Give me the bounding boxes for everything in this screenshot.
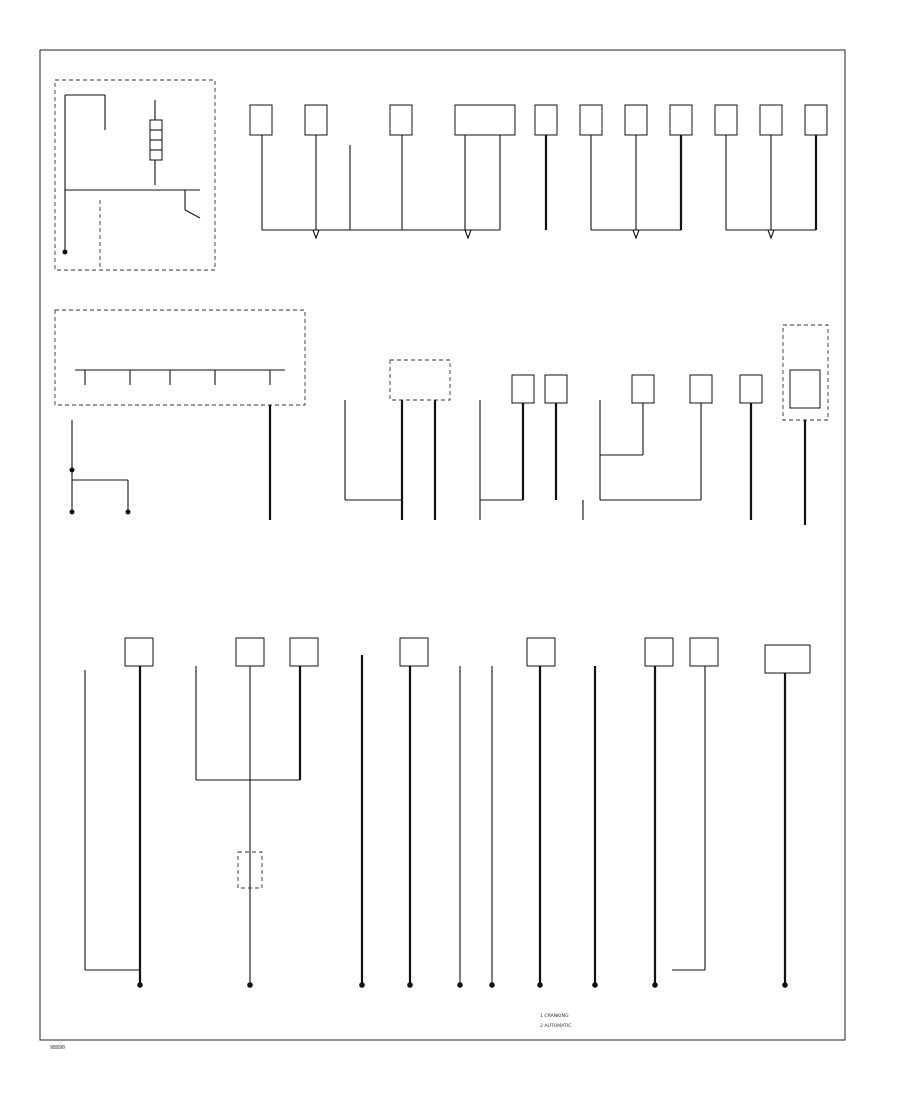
module-box (689, 374, 713, 404)
diagram-border (39, 49, 846, 1041)
module-box (534, 104, 558, 136)
module-box (304, 104, 328, 136)
module-box (399, 637, 429, 667)
left-dashed-box (54, 309, 306, 406)
splice-dashed (237, 851, 263, 889)
battery-section (54, 79, 216, 271)
module-box (631, 374, 655, 404)
module-box (544, 374, 568, 404)
module-box (789, 369, 821, 409)
bottom-row-modules (84, 637, 811, 988)
diagram-code: 98890 (50, 1045, 66, 1051)
module-box (669, 104, 693, 136)
module-box (289, 637, 319, 667)
module-box (739, 374, 763, 404)
module-box (124, 637, 154, 667)
ground-symbol (62, 249, 68, 255)
module-box (759, 104, 783, 136)
module-box (526, 637, 556, 667)
module-box (689, 637, 719, 667)
middle-row-modules (344, 324, 829, 525)
module-box (714, 104, 738, 136)
module-box (511, 374, 535, 404)
module-box (235, 637, 265, 667)
module-dashed (389, 359, 451, 401)
legend-item-2: 2 AUTOMATIC (540, 1023, 571, 1029)
top-left-dashed-box (54, 79, 216, 271)
left-harness-section (54, 309, 306, 520)
module-box (454, 104, 516, 136)
module-box (804, 104, 828, 136)
module-box (764, 644, 811, 674)
module-box (624, 104, 648, 136)
legend-item-1: 1 CRANKING (540, 1013, 569, 1019)
top-row-modules (249, 104, 828, 240)
module-box (249, 104, 273, 136)
module-box (389, 104, 413, 136)
legend: 1 CRANKING 2 AUTOMATIC (540, 1013, 571, 1029)
module-box (644, 637, 674, 667)
module-box (579, 104, 603, 136)
